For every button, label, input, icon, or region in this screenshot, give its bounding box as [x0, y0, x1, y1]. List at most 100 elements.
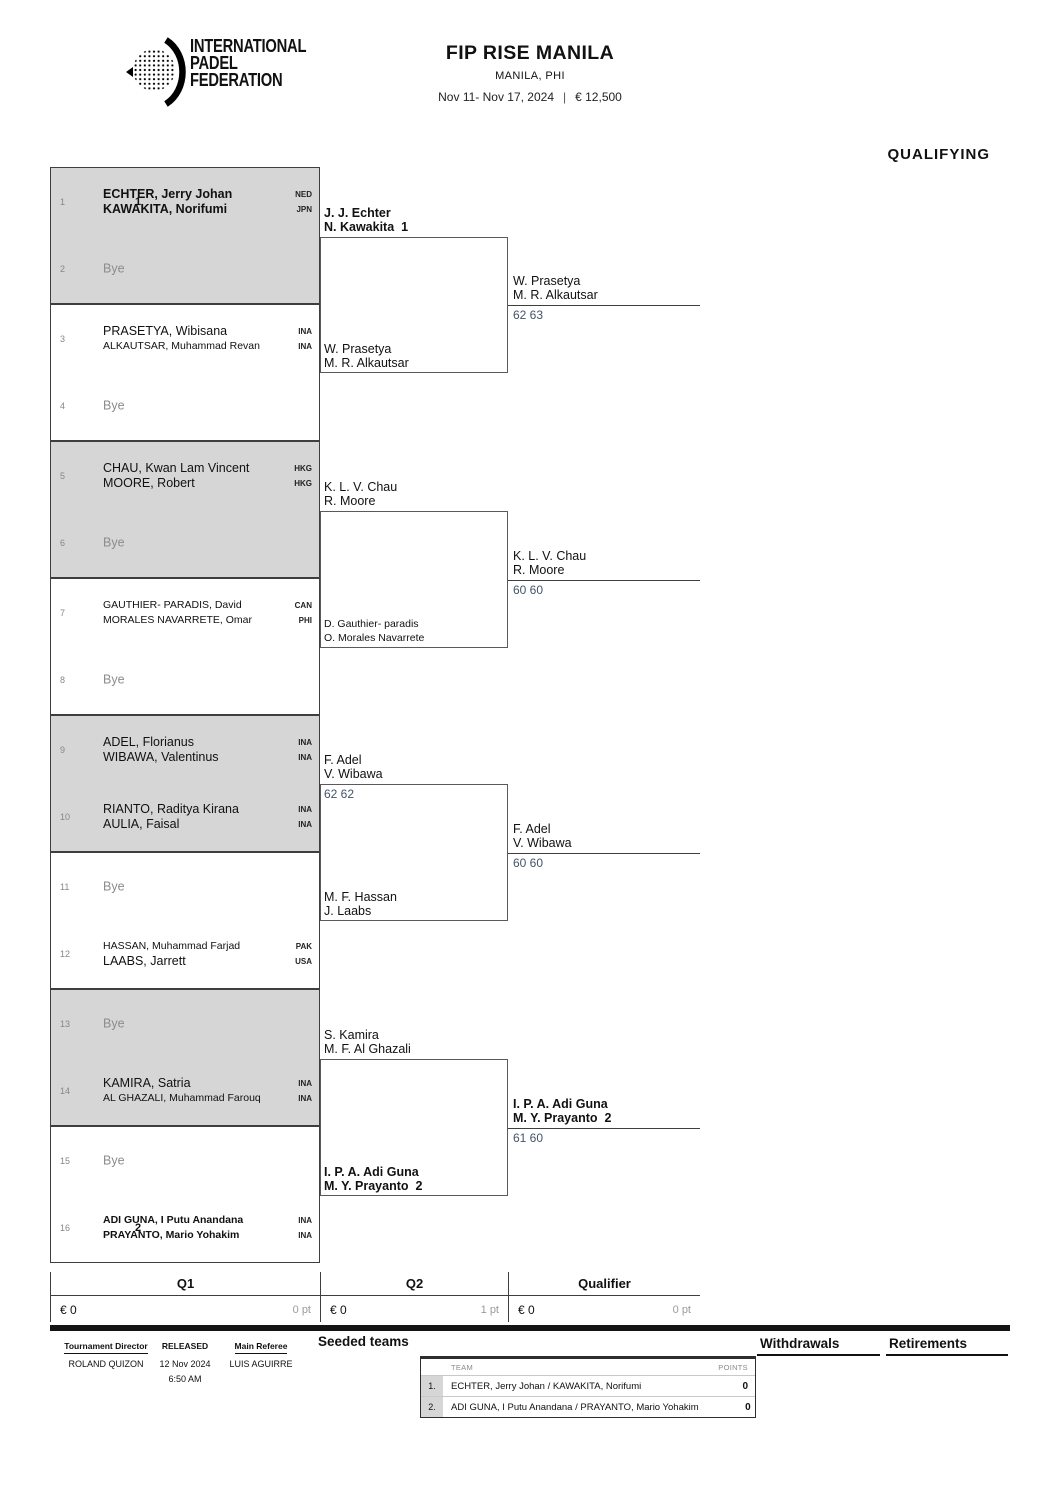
- round-info-qualifier: Qualifier € 0 0 pt: [508, 1272, 700, 1322]
- federation-name: INTERNATIONAL PADEL FEDERATION: [190, 36, 307, 90]
- country-codes: CAN PHI: [294, 600, 312, 625]
- qualifier-team: F. Adel V. Wibawa: [513, 822, 572, 850]
- match-score: 62 63: [513, 308, 544, 322]
- draw-slot-13: 13 Bye: [51, 990, 319, 1058]
- draw-slot-15: 15 Bye: [51, 1127, 319, 1195]
- qualifier-line: [508, 305, 700, 306]
- event-title: FIP RISE MANILA: [445, 42, 615, 64]
- round-points: 0 pt: [292, 1303, 311, 1316]
- seed-number: 1: [135, 195, 142, 208]
- qualifier-line: [508, 580, 700, 581]
- round-label: Q1: [51, 1272, 320, 1296]
- position-number: 1: [60, 196, 66, 207]
- seeded-team-points: 0: [745, 1401, 751, 1413]
- round-points: 0 pt: [672, 1303, 691, 1316]
- draw-pair-box: 9 ADEL, Florianus WIBAWA, Valentinus INA…: [50, 715, 320, 852]
- position-number: 12: [60, 949, 71, 960]
- position-number: 3: [60, 333, 66, 344]
- country-codes: NED JPN: [295, 189, 312, 214]
- country-codes: PAK USA: [295, 942, 312, 967]
- country-codes: INA INA: [298, 737, 312, 762]
- released-date: 12 Nov 2024: [159, 1359, 211, 1369]
- logo-dots-icon: [133, 49, 175, 91]
- country-codes: INA INA: [298, 1216, 312, 1241]
- qualifier-line: [508, 1128, 700, 1129]
- event-date-prize: Nov 11- Nov 17, 2024|€ 12,500: [438, 90, 622, 104]
- seeded-teams-title: Seeded teams: [318, 1334, 409, 1349]
- country-codes: INA INA: [298, 1079, 312, 1104]
- team-names: GAUTHIER- PARADIS, David MORALES NAVARRE…: [103, 598, 252, 626]
- team-names: HASSAN, Muhammad Farjad LAABS, Jarrett: [103, 940, 241, 969]
- released-label: RELEASED: [161, 1341, 209, 1351]
- seeded-team-name: ADI GUNA, I Putu Anandana / PRAYANTO, Ma…: [451, 1401, 699, 1413]
- draw-slot-16: 16 2 ADI GUNA, I Putu Anandana PRAYANTO,…: [51, 1195, 319, 1263]
- round-info-q1: Q1 € 0 0 pt: [50, 1272, 320, 1322]
- draw-slot-14: 14 KAMIRA, Satria AL GHAZALI, Muhammad F…: [51, 1058, 319, 1126]
- seeded-team-row: 1. ECHTER, Jerry Johan / KAWAKITA, Norif…: [421, 1375, 755, 1396]
- seed-number: 2: [135, 1222, 142, 1235]
- column-team: TEAM: [451, 1362, 474, 1372]
- round-info-q2: Q2 € 0 1 pt: [320, 1272, 508, 1322]
- round2-team: F. Adel V. Wibawa: [324, 753, 383, 781]
- main-referee-label: Main Referee: [234, 1341, 288, 1354]
- bye-label: Bye: [103, 1153, 125, 1168]
- team-names: PRASETYA, Wibisana ALKAUTSAR, Muhammad R…: [103, 323, 260, 352]
- federation-logo: INTERNATIONAL PADEL FEDERATION: [126, 36, 426, 108]
- seed-rank: 2.: [421, 1397, 443, 1417]
- position-number: 7: [60, 607, 66, 618]
- position-number: 6: [60, 538, 66, 549]
- team-names: CHAU, Kwan Lam Vincent MOORE, Robert: [103, 460, 250, 490]
- position-number: 5: [60, 470, 66, 481]
- draw-slot-11: 11 Bye: [51, 853, 319, 921]
- seeded-teams-header: TEAM POINTS: [421, 1359, 755, 1375]
- round2-team: S. Kamira M. F. Al Ghazali: [324, 1028, 411, 1056]
- draw-slot-4: 4 Bye: [51, 373, 319, 441]
- position-number: 10: [60, 812, 71, 823]
- section-label: QUALIFYING: [887, 146, 990, 163]
- team-names: KAMIRA, Satria AL GHAZALI, Muhammad Faro…: [103, 1076, 261, 1105]
- round-prize: € 0: [518, 1302, 535, 1317]
- divider-bar: [50, 1325, 1010, 1331]
- team-names: ECHTER, Jerry Johan KAWAKITA, Norifumi: [103, 186, 233, 216]
- round-prize: € 0: [60, 1302, 77, 1317]
- seeded-team-row: 2. ADI GUNA, I Putu Anandana / PRAYANTO,…: [421, 1396, 755, 1417]
- seeded-teams-table: TEAM POINTS 1. ECHTER, Jerry Johan / KAW…: [420, 1356, 756, 1418]
- draw-pair-box: 5 CHAU, Kwan Lam Vincent MOORE, Robert H…: [50, 441, 320, 578]
- draw-slot-7: 7 GAUTHIER- PARADIS, David MORALES NAVAR…: [51, 579, 319, 647]
- match-score: 61 60: [513, 1131, 544, 1145]
- round-points: 1 pt: [480, 1303, 499, 1316]
- event-location: MANILA, PHI: [495, 70, 565, 82]
- draw-slot-3: 3 PRASETYA, Wibisana ALKAUTSAR, Muhammad…: [51, 305, 319, 373]
- position-number: 8: [60, 675, 66, 686]
- draw-pair-box: 11 Bye 12 HASSAN, Muhammad Farjad LAABS,…: [50, 852, 320, 989]
- round2-team: W. Prasetya M. R. Alkautsar: [324, 342, 409, 370]
- round2-team: K. L. V. Chau R. Moore: [324, 480, 398, 508]
- bye-label: Bye: [103, 672, 125, 687]
- draw-slot-10: 10 RIANTO, Raditya Kirana AULIA, Faisal …: [51, 784, 319, 852]
- seeded-team-name: ECHTER, Jerry Johan / KAWAKITA, Norifumi: [451, 1380, 642, 1392]
- round2-match-box: [320, 511, 508, 648]
- tournament-director-label: Tournament Director: [64, 1341, 148, 1354]
- bye-label: Bye: [103, 398, 125, 413]
- draw-pair-box: 7 GAUTHIER- PARADIS, David MORALES NAVAR…: [50, 578, 320, 715]
- seeded-team-points: 0: [742, 1380, 748, 1392]
- draw-slot-2: 2 Bye: [51, 236, 319, 304]
- round2-match-box: [320, 1059, 508, 1196]
- round2-match-box: [320, 784, 508, 921]
- team-names: ADEL, Florianus WIBAWA, Valentinus: [103, 734, 219, 764]
- released-time: 6:50 AM: [168, 1374, 202, 1384]
- qualifier-line: [508, 853, 700, 854]
- position-number: 15: [60, 1155, 71, 1166]
- bye-label: Bye: [103, 261, 125, 276]
- position-number: 14: [60, 1086, 71, 1097]
- team-names: RIANTO, Raditya Kirana AULIA, Faisal: [103, 802, 239, 832]
- draw-slot-5: 5 CHAU, Kwan Lam Vincent MOORE, Robert H…: [51, 442, 319, 510]
- match-score: 60 60: [513, 856, 544, 870]
- draw-slot-9: 9 ADEL, Florianus WIBAWA, Valentinus INA…: [51, 716, 319, 784]
- position-number: 2: [60, 264, 66, 275]
- column-points: POINTS: [718, 1362, 748, 1372]
- country-codes: INA INA: [298, 326, 312, 351]
